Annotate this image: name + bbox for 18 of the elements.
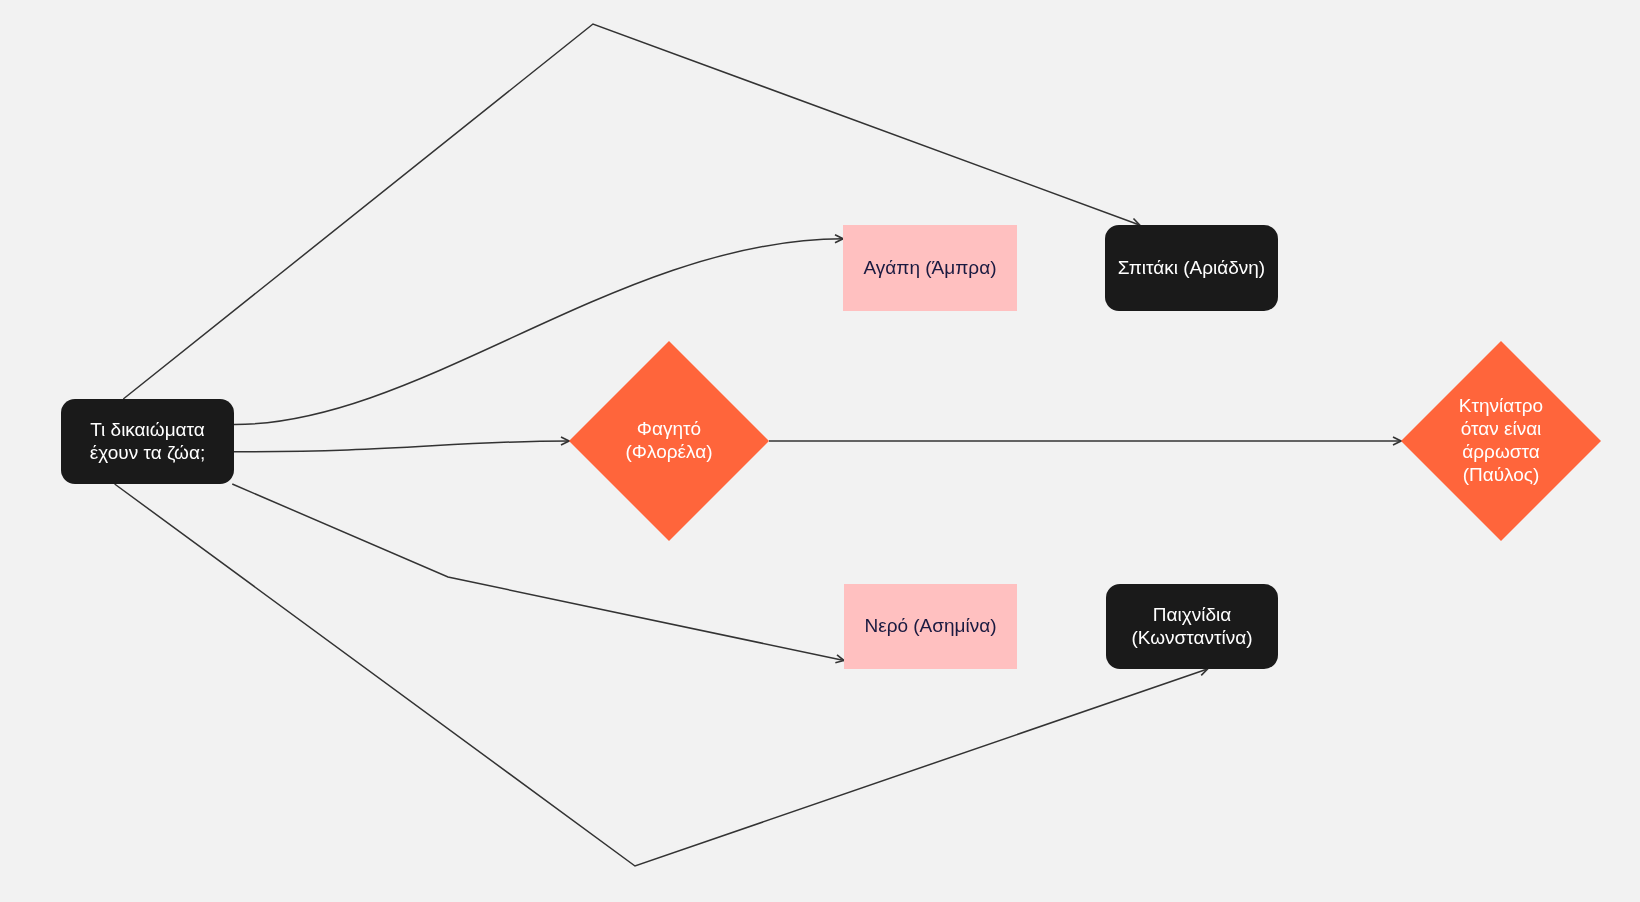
arrow [768, 436, 1402, 446]
arrow [113, 483, 1209, 867]
node-label: Κτηνίατρο όταν είναι άρρωστα (Παύλος) [1457, 395, 1545, 487]
arrow [231, 483, 845, 664]
node-label: Σπιτάκι (Αριάδνη) [1117, 256, 1266, 280]
arrow [233, 234, 844, 426]
process-box [1105, 225, 1278, 311]
node-label: Φαγητό (Φλορέλα) [624, 418, 714, 464]
node-label: Παιχνίδια (Κωνσταντίνα) [1130, 603, 1254, 650]
process-box [61, 399, 234, 484]
node-label: Τι δικαιώματα έχουν τα ζώα; [88, 418, 207, 465]
process-box [1106, 584, 1278, 669]
arrow [122, 23, 1141, 400]
node-label: Αγάπη (Άμπρα) [863, 256, 997, 280]
arrow [233, 436, 570, 453]
node-label: Νερό (Ασημίνα) [864, 615, 997, 638]
note-box [843, 225, 1017, 311]
note-box [844, 584, 1017, 669]
